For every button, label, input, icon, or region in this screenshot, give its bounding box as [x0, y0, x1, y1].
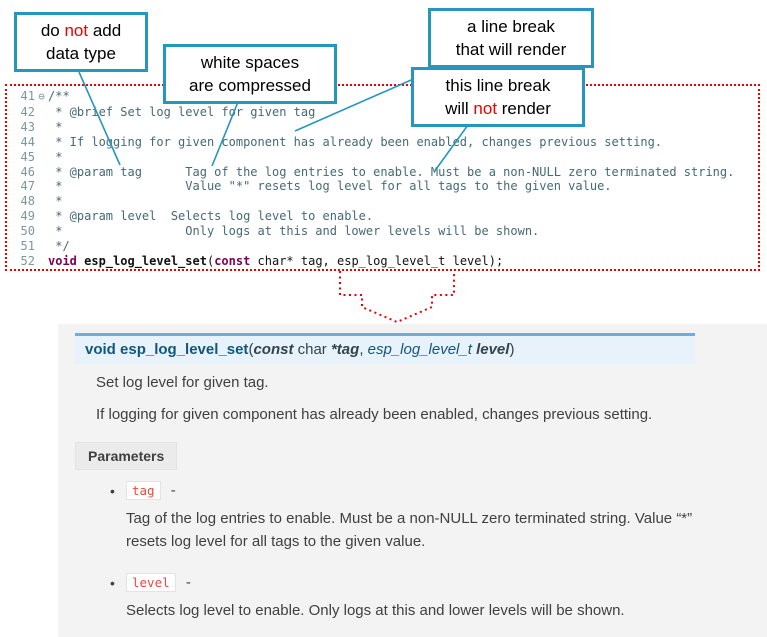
comment-text: * Only logs at this and lower levels wil… — [48, 224, 540, 239]
rendered-docs-panel: void esp_log_level_set(const char *tag, … — [58, 324, 767, 637]
line-number: 41 — [20, 89, 35, 103]
line-number: 51 — [20, 239, 35, 254]
param-description: Selects log level to enable. Only logs a… — [126, 602, 625, 619]
line-number: 45 — [20, 149, 35, 164]
line-number: 47 — [20, 179, 35, 194]
parameters-label: Parameters — [75, 442, 178, 470]
source-code-panel: 41⊖/** 42 * @brief Set log level for giv… — [5, 84, 760, 271]
keyword-const: const — [214, 253, 251, 268]
callout-line: data type — [46, 44, 116, 63]
code-line: 50 * Only logs at this and lower levels … — [13, 224, 734, 239]
function-signature: void esp_log_level_set(const char *tag, … — [75, 333, 695, 364]
code-line-function-declaration: 52 void esp_log_level_set(const char* tag… — [13, 254, 734, 269]
code-line: 42 * @brief Set log level for given tag — [13, 105, 734, 120]
callout-line: that will render — [455, 40, 567, 59]
signature-char-type: char — [293, 341, 331, 358]
description-text: If logging for given component has alrea… — [96, 406, 653, 423]
callout-line: a line break — [467, 17, 555, 36]
line-number: 44 — [20, 134, 35, 149]
signature-type-esp-log-level-t: esp_log_level_t — [367, 341, 472, 358]
brief-text: Set log level for given tag. — [96, 374, 269, 391]
line-number: 48 — [20, 194, 35, 209]
callout-linebreak-renders: a line break that will render — [428, 8, 594, 68]
callout-line: do not add — [40, 21, 122, 40]
code-line: 43 * — [13, 120, 734, 135]
bullet-icon: • — [110, 575, 115, 591]
code-line: 49 * @param level Selects log level to e… — [13, 209, 734, 224]
keyword-void: void — [48, 253, 77, 268]
code-line: 45 * — [13, 150, 734, 165]
signature-paren-close: ) — [509, 341, 515, 358]
callout-linebreak-not-render: this line break will not render — [411, 67, 585, 127]
line-number: 52 — [20, 253, 35, 268]
renders-as-arrow — [339, 271, 455, 324]
code-line: 48 * — [13, 194, 734, 209]
bullet-icon: • — [110, 483, 115, 499]
callout-line: this line break — [445, 76, 551, 95]
comment-text: * @brief Set log level for given tag — [48, 104, 316, 119]
declaration-rest: char* tag, esp_log_level_t level); — [250, 253, 504, 268]
line-number: 49 — [20, 209, 35, 224]
code-line: 41⊖/** — [13, 89, 734, 105]
signature-comma: , — [359, 341, 368, 358]
code-line: 47 * Value "*" resets log level for all … — [13, 179, 734, 194]
callout-line: will not render — [445, 99, 551, 118]
comment-text: * @param level Selects log level to enab… — [48, 209, 374, 224]
code-line: 46 * @param tag Tag of the log entries t… — [13, 164, 735, 180]
comment-text: */ — [48, 239, 70, 254]
line-number: 43 — [20, 119, 35, 134]
signature-function-name: esp_log_level_set — [120, 341, 249, 358]
comment-text: * @param tag Tag of the log entries to e… — [48, 164, 735, 179]
param-dash: - — [185, 574, 191, 591]
param-item-level: • level - Selects log level to enable. O… — [110, 573, 724, 622]
signature-return-type: void — [85, 341, 116, 358]
param-literal: level — [126, 573, 176, 592]
callout-line: are compressed — [189, 76, 311, 95]
param-item-tag: • tag - Tag of the log entries to enable… — [110, 481, 724, 554]
signature-param-tag: *tag — [330, 341, 360, 358]
callout-no-data-type: do not add data type — [14, 12, 148, 72]
code-line: 44 * If logging for given component has … — [13, 135, 734, 150]
callout-line: white spaces — [200, 53, 300, 72]
comment-text: /** — [48, 89, 70, 103]
param-literal: tag — [126, 481, 161, 500]
comment-text: * Value "*" resets log level for all tag… — [48, 179, 612, 194]
code-listing: 41⊖/** 42 * @brief Set log level for giv… — [13, 89, 735, 269]
line-number: 50 — [20, 224, 35, 239]
code-line: 51 */ — [13, 239, 734, 254]
comment-text: * If logging for given component has alr… — [48, 134, 663, 149]
comment-text: * — [48, 194, 63, 209]
comment-text: * — [48, 119, 63, 134]
line-number: 46 — [20, 164, 35, 179]
callout-whitespace-compressed: white spaces are compressed — [163, 44, 337, 104]
signature-paren-open: ( — [248, 341, 254, 358]
param-dash: - — [170, 482, 176, 499]
line-number: 42 — [20, 104, 35, 119]
signature-param-level: level — [471, 341, 510, 358]
punctuation: ( — [206, 253, 215, 268]
signature-const-keyword: const — [253, 341, 294, 358]
param-description: Tag of the log entries to enable. Must b… — [126, 510, 693, 551]
fold-collapse-icon: ⊖ — [38, 90, 45, 103]
function-name: esp_log_level_set — [76, 253, 207, 268]
comment-text: * — [48, 149, 63, 164]
